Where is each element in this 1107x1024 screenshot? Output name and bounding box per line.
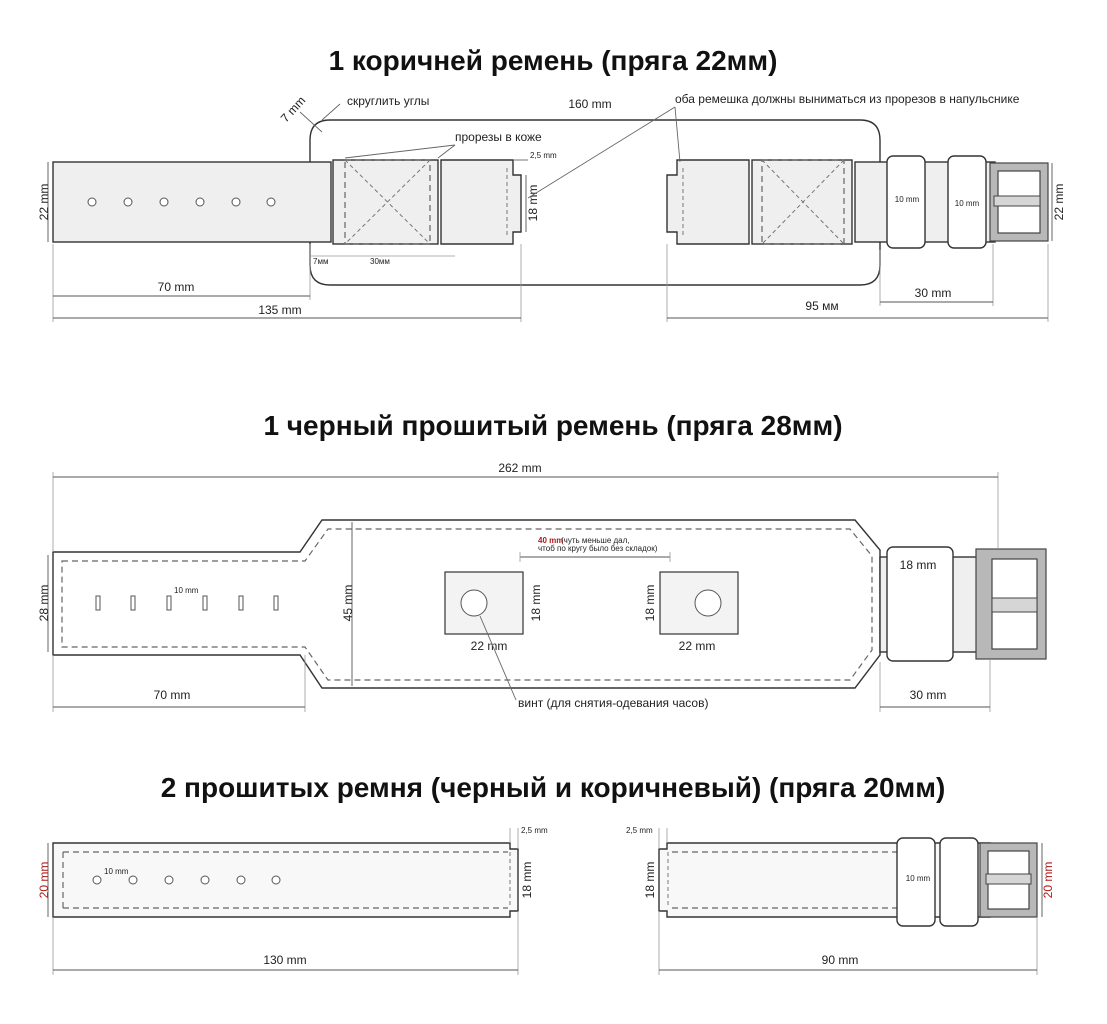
section3-loop-label: 10 mm (906, 874, 931, 883)
section1-dim-2-5: 2,5 mm (530, 151, 557, 160)
section1-note-round: скруглить углы (347, 94, 429, 108)
section1-dim-7-corner: 7 mm (278, 93, 308, 125)
section2-dim-22-p1: 22 mm (471, 639, 508, 653)
section2-note-40: (чуть меньше дал, (561, 536, 630, 545)
section3-strap-holes (92, 875, 281, 885)
section1-strap-end-right (666, 159, 750, 245)
section1-dim-22-left: 22 mm (37, 184, 51, 221)
section1-loop-2 (947, 155, 987, 249)
section1-strap-holes (87, 197, 276, 207)
section3-dim-18-b: 18 mm (643, 862, 657, 899)
section1-slit-left (332, 159, 439, 245)
section2-dim-40: 40 mm (538, 536, 563, 545)
section3-holes-label: 10 mm (104, 867, 129, 876)
section1-dim-70: 70 mm (158, 280, 195, 294)
section1-strap-end-left (440, 159, 522, 245)
section1-note-slits: прорезы в коже (455, 130, 542, 144)
section1-dim-30mm: 30мм (370, 257, 390, 266)
section1-dim-18: 18 mm (526, 185, 540, 222)
section2-dim-262: 262 mm (498, 461, 541, 475)
section2-screw-2 (694, 589, 722, 617)
section3-dim-2-5-b: 2,5 mm (626, 826, 653, 835)
section1-loop1-label: 10 mm (895, 195, 920, 204)
section2-dimensions: 262 mm 40 mm (чуть меньше дал, чтоб по к… (37, 461, 999, 712)
section2-dim-18-p1: 18 mm (529, 585, 543, 622)
section2-title: 1 черный прошитый ремень (пряга 28мм) (263, 410, 842, 441)
section1-loop2-label: 10 mm (955, 199, 980, 208)
section2-loop (886, 546, 954, 662)
section2-dim-18-p2: 18 mm (643, 585, 657, 622)
section1-dim-160: 160 mm (568, 97, 611, 111)
section1-slit-right (751, 159, 853, 245)
section3-dimensions: 20 mm 2,5 mm 18 mm 130 mm 2,5 mm 18 mm 2… (37, 826, 1055, 975)
section3-dim-2-5-a: 2,5 mm (521, 826, 548, 835)
section1-loop-1 (886, 155, 926, 249)
section3-dim-18-a: 18 mm (520, 862, 534, 899)
section3-dim-130: 130 mm (263, 953, 306, 967)
section3-loop-2 (939, 837, 979, 927)
section2-dim-28: 28 mm (37, 585, 51, 622)
section3-dim-20-left: 20 mm (37, 862, 51, 899)
section2-dim-22-p2: 22 mm (679, 639, 716, 653)
section1-note-both-straps: оба ремешка должны выниматься из прорезо… (675, 92, 1020, 106)
section2-note-screw: винт (для снятия-одевания часов) (518, 696, 708, 710)
section2-loop-label: 18 mm (900, 558, 937, 572)
section3-left-strap (52, 842, 519, 918)
section1-dim-22-right: 22 mm (1052, 184, 1066, 221)
section2-dim-70: 70 mm (154, 688, 191, 702)
section1-dim-7mm: 7мм (313, 257, 328, 266)
section3-loop-1 (896, 837, 936, 927)
section3-title: 2 прошитых ремня (черный и коричневый) (… (161, 772, 946, 803)
section2-stitching (61, 528, 873, 681)
section2-slots-label: 10 mm (174, 586, 199, 595)
section1-dimensions: 22 mm 7 mm скруглить углы 160 mm прорезы… (37, 92, 1066, 322)
section2-screw-1 (460, 589, 488, 617)
section1-dim-30: 30 mm (915, 286, 952, 300)
section2-dim-45: 45 mm (341, 585, 355, 622)
section2-strap-slots (95, 595, 279, 611)
section2-note-40b: чтоб по кругу было без складок) (538, 544, 658, 553)
section2-dim-30: 30 mm (910, 688, 947, 702)
section1-title: 1 коричней ремень (пряга 22мм) (329, 45, 778, 76)
section1-left-strap (52, 161, 332, 243)
section1-dim-95: 95 мм (805, 299, 838, 313)
section1-dim-135: 135 mm (258, 303, 301, 317)
section3-dim-20-right: 20 mm (1041, 862, 1055, 899)
section3-dim-90: 90 mm (822, 953, 859, 967)
